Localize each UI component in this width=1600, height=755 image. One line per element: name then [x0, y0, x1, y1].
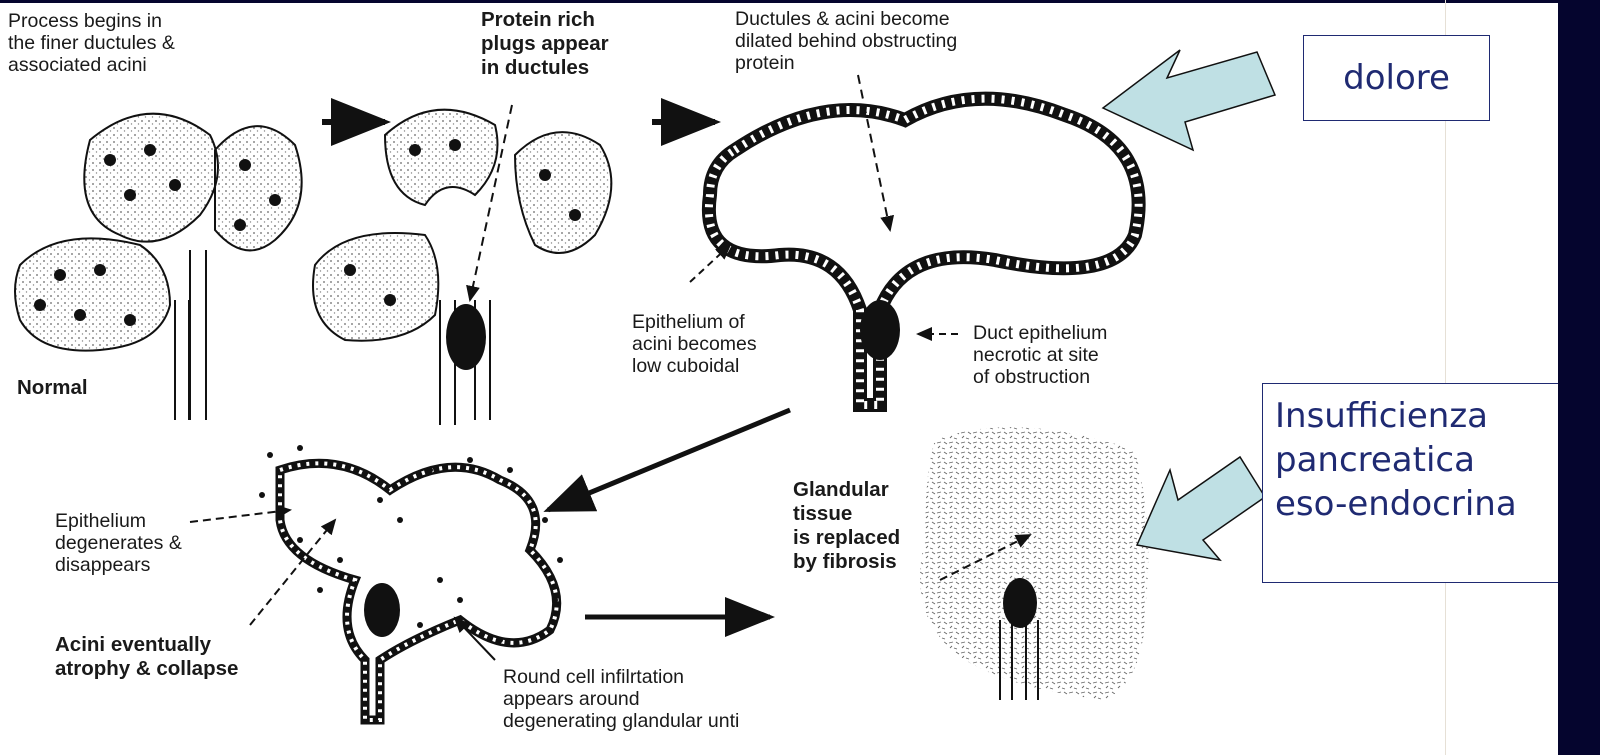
insufficiency-callout-box: Insufficienza pancreatica eso-endocrina: [1262, 383, 1600, 583]
pain-callout-box: dolore: [1303, 35, 1490, 121]
label-acini-atrophy: Acini eventually atrophy & collapse: [55, 633, 238, 681]
label-protein-plugs: Protein rich plugs appear in ductules: [481, 8, 609, 80]
fibrosis-drawing: [920, 427, 1148, 700]
label-epithelium-acini: Epithelium of acini becomes low cuboidal: [632, 311, 757, 377]
label-ductules-dilated: Ductules & acini become dilated behind o…: [735, 8, 957, 74]
insufficiency-callout-arrow-icon: [1137, 457, 1265, 560]
arrow-stage3-to-stage4: [548, 410, 790, 510]
label-glandular-tissue: Glandular tissue is replaced by fibrosis: [793, 478, 900, 574]
label-process-begins: Process begins in the finer ductules & a…: [8, 10, 175, 76]
label-duct-necrotic: Duct epithelium necrotic at site of obst…: [973, 322, 1107, 388]
plugged-ductules-drawing: [313, 105, 611, 425]
pain-callout-arrow-icon: [1103, 50, 1275, 150]
slide-right-band: [1558, 0, 1600, 755]
normal-acini-drawing: [15, 114, 302, 420]
label-normal: Normal: [17, 376, 88, 400]
label-epithelium-degenerates: Epithelium degenerates & disappears: [55, 510, 182, 576]
label-round-cell: Round cell infilrtation appears around d…: [503, 666, 739, 732]
